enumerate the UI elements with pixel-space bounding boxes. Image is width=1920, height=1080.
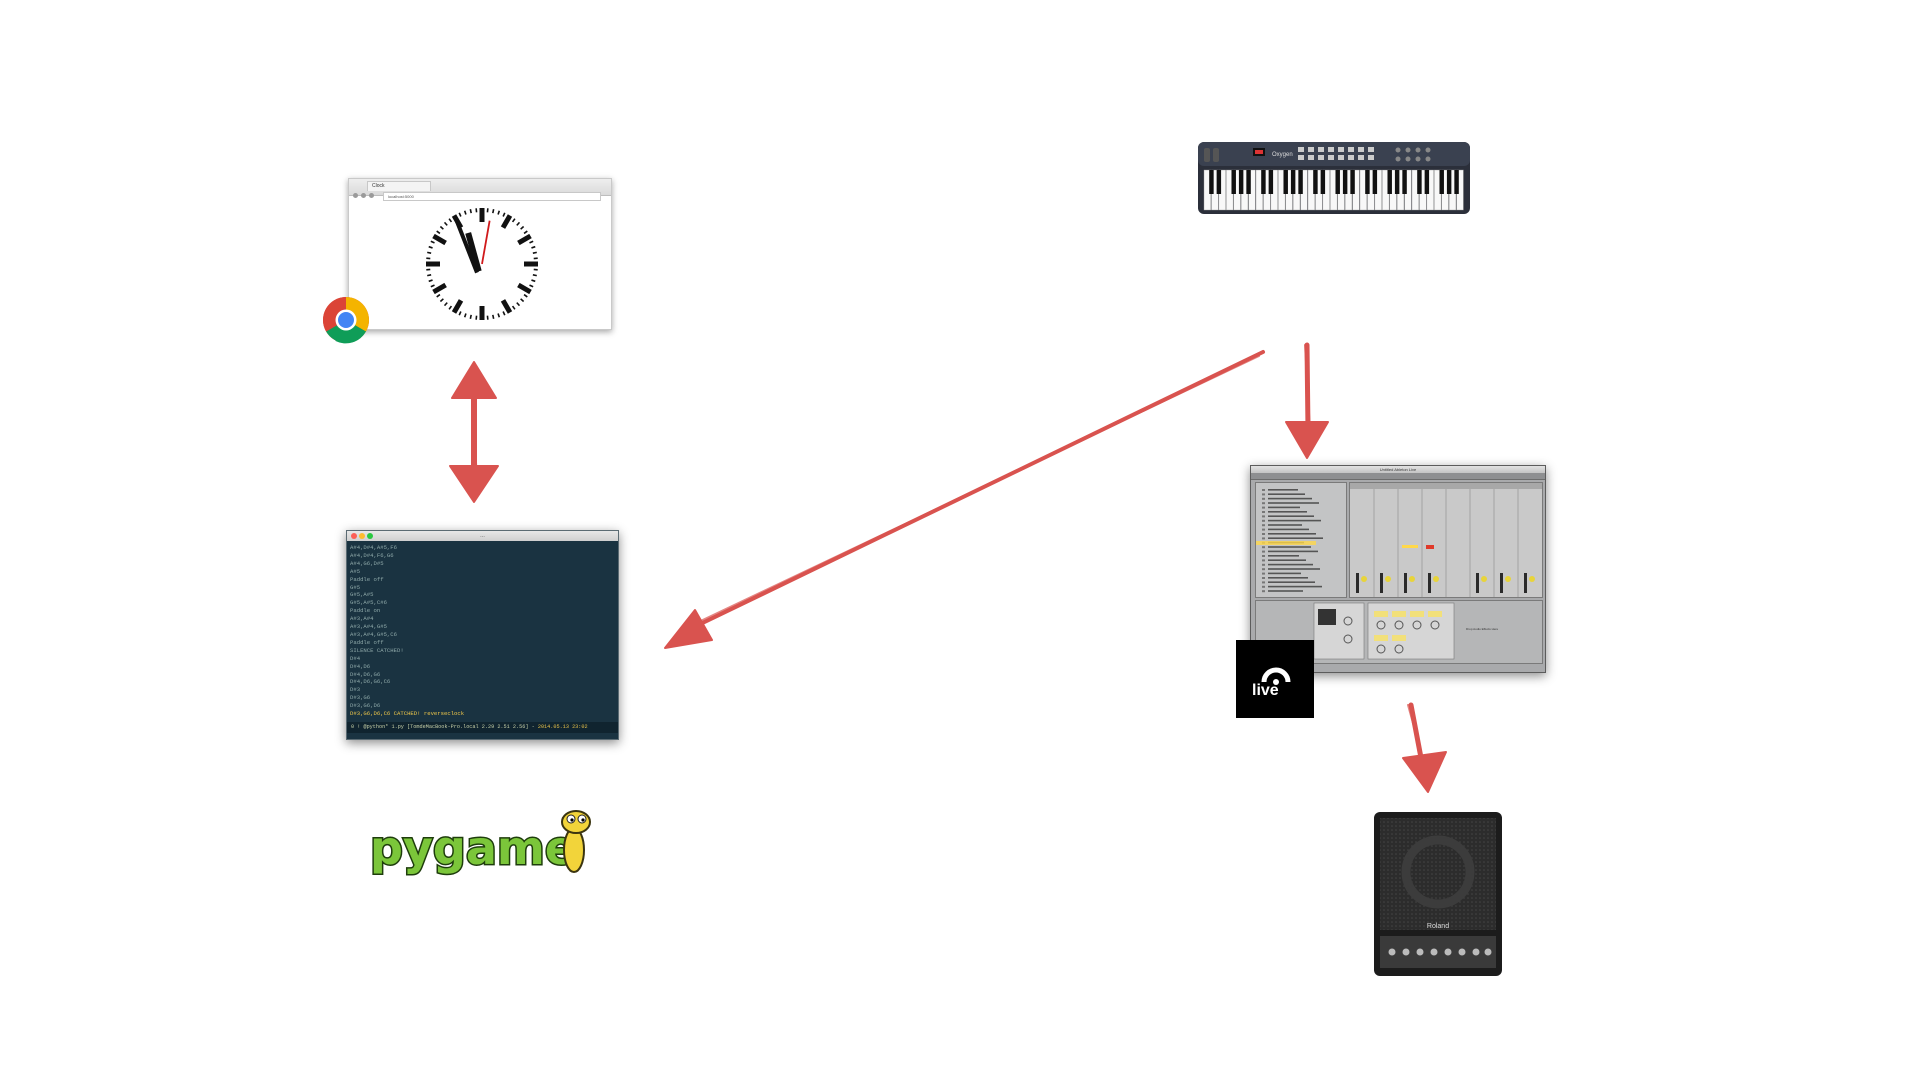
terminal-line: A#3,A#4 (350, 615, 374, 623)
ableton-device-view: Drop Audio Effects Here (1255, 600, 1543, 664)
amp-brand: Roland (1427, 923, 1449, 930)
zoom-icon[interactable] (367, 533, 373, 539)
ableton-titlebar: Untitled Ableton Live (1251, 466, 1545, 473)
ableton-window: Untitled Ableton Live (1250, 465, 1546, 673)
arrow-ableton-amp (1402, 702, 1447, 793)
arrow-browser-terminal (449, 361, 499, 503)
terminal-line: D#4,D6,G6 (350, 670, 381, 678)
terminal-prompt[interactable]: 0 ! @python* 1.py [TomdeMacBook-Pro.loca… (347, 722, 618, 733)
browser-window: Clock localhost:5000 (348, 178, 612, 330)
terminal-line: D#4,D6,G6,C6 (350, 678, 391, 686)
reload-icon (369, 193, 374, 198)
ableton-session-view (1349, 482, 1543, 598)
terminal-line: Paddle off (350, 638, 384, 646)
terminal-titlebar: … (347, 531, 618, 541)
midi-keyboard: Oxygen (1198, 142, 1470, 214)
terminal-line: SILENCE CATCHED! (350, 646, 404, 654)
terminal-title: … (480, 533, 485, 539)
browser-tab: Clock (367, 181, 431, 191)
terminal-line: D#4 (350, 654, 361, 662)
terminal-line: G#5,A#5,C#6 (350, 599, 387, 607)
amplifier-speaker: Roland (1374, 812, 1502, 976)
terminal-line: Paddle on (350, 607, 381, 615)
snake-icon (561, 810, 591, 873)
forward-icon (361, 193, 366, 198)
prompt-date: 2014.05.13 23:02 (537, 724, 588, 730)
terminal-line: A#5 (350, 567, 361, 575)
terminal-line: A#4,G6,D#5 (350, 559, 384, 567)
terminal-line: A#4,D#4,A#5,F6 (350, 544, 397, 551)
minimize-icon[interactable] (359, 533, 365, 539)
terminal-line: D#4,D6 (350, 662, 371, 670)
clock-face (424, 206, 540, 322)
terminal-line: A#4,D#4,F6,G6 (350, 551, 394, 559)
chrome-logo-icon (323, 297, 369, 344)
prompt-host: [TomdeMacBook-Pro.local 2.29 2.51 2.56] (407, 724, 529, 730)
live-logo-text: live (1252, 682, 1279, 699)
close-icon[interactable] (351, 533, 357, 539)
terminal-line: D#3,G6,D6 (350, 702, 381, 710)
back-icon (353, 193, 358, 198)
terminal-line: Paddle off (350, 575, 384, 583)
arrow-keyboard-ableton (1285, 342, 1329, 459)
terminal-line: D#3,G6,D6,C6 CATCHED! reverseclock (350, 710, 465, 718)
keyboard-brand: Oxygen (1272, 152, 1293, 158)
terminal-line: G#5,A#5 (350, 591, 374, 599)
ableton-browser-pane (1255, 482, 1347, 598)
terminal-line: G#5 (350, 583, 361, 591)
arrow-keyboard-terminal (664, 350, 1265, 649)
pygame-logo: pygame (369, 810, 591, 877)
terminal-line: D#3,G6 (350, 694, 371, 702)
ableton-toolbar (1251, 473, 1545, 480)
prompt-left: 0 ! @python* 1.py (351, 724, 408, 730)
browser-chrome-bar: Clock localhost:5000 (349, 179, 611, 201)
live-logo-icon (1261, 667, 1291, 685)
pygame-logo-text: pygame (370, 821, 576, 875)
ableton-live-logo: live (1236, 640, 1314, 718)
terminal-line: D#3 (350, 686, 361, 694)
drop-effects-hint: Drop Audio Effects Here (1466, 627, 1499, 631)
terminal-line: A#3,A#4,G#5,C6 (350, 630, 397, 638)
terminal-line: A#3,A#4,G#5 (350, 623, 387, 631)
address-bar: localhost:5000 (383, 192, 601, 201)
piano-keys (1203, 169, 1464, 211)
